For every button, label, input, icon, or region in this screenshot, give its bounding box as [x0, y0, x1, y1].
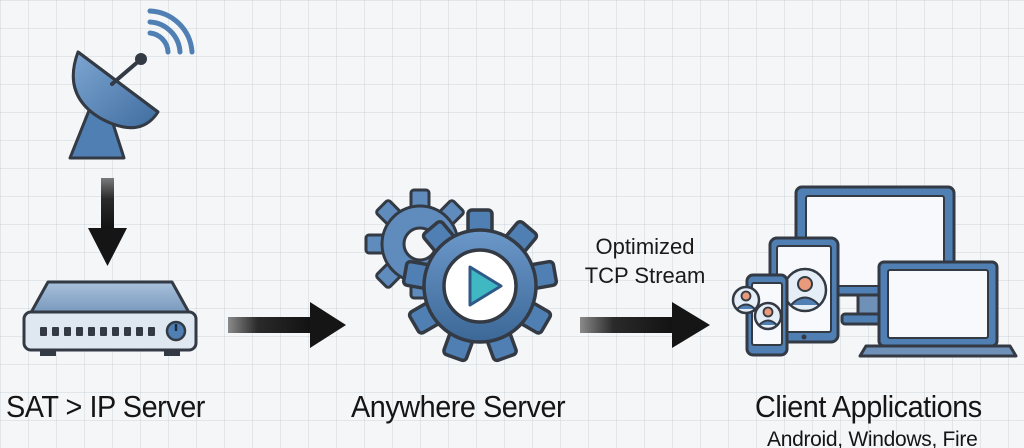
node-label-anywhere-server: Anywhere Server — [351, 389, 566, 424]
laptop-icon — [858, 260, 1018, 358]
arrow-right-icon — [580, 302, 710, 348]
play-icon — [468, 265, 503, 307]
edge-label-line-2: TCP Stream — [584, 263, 706, 288]
arrow-down-icon — [88, 178, 127, 266]
satellite-dish-icon — [68, 8, 195, 160]
node-label-sat-ip-server: SAT > IP Server — [6, 389, 205, 424]
gears-icon — [364, 188, 559, 363]
edge-label-line-1: Optimized — [595, 234, 695, 259]
user-avatar-icon — [782, 267, 828, 313]
arrow-right-icon — [228, 302, 346, 348]
phone-icon — [731, 273, 789, 357]
sat-ip-receiver-icon — [22, 280, 198, 356]
tablet-icon — [768, 236, 840, 344]
node-label-client-applications: Client Applications — [755, 389, 982, 424]
user-avatar-icon — [753, 301, 783, 331]
user-avatar-icon — [731, 285, 761, 315]
node-sublabel-platforms: Android, Windows, Fire — [767, 428, 978, 448]
edge-label-tcp-stream: Optimized TCP Stream — [575, 232, 715, 290]
client-devices-icon — [731, 185, 1018, 358]
